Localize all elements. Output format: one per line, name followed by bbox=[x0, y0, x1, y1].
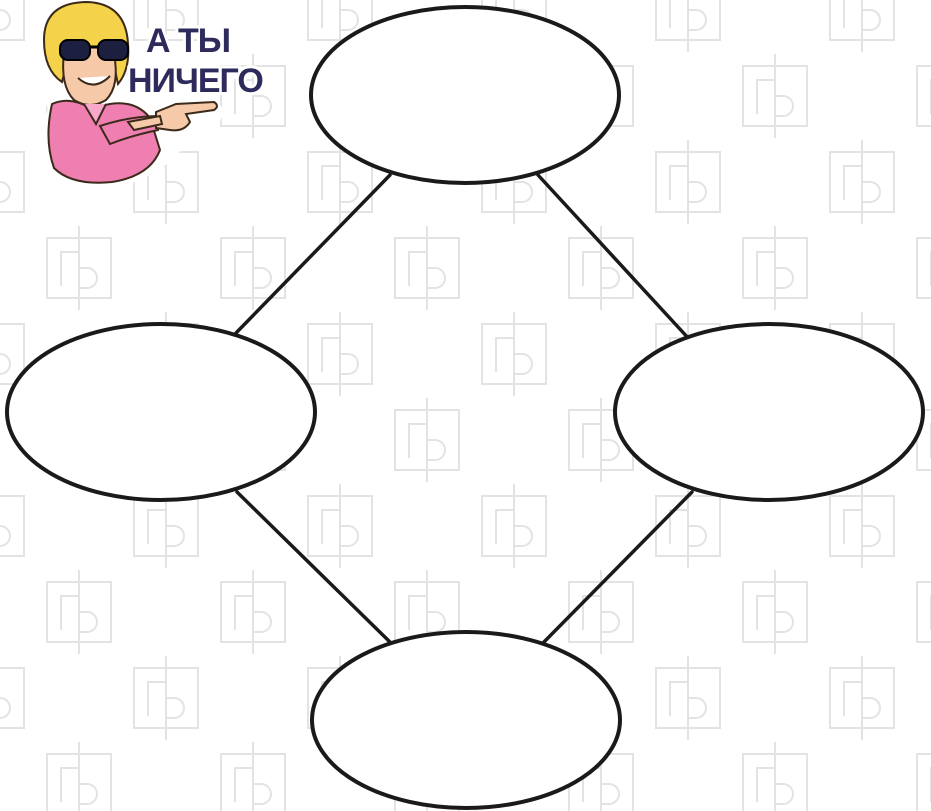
watermark-mark-icon bbox=[0, 0, 24, 52]
sticker-caption-line1: А ТЫ bbox=[146, 22, 230, 60]
watermark-mark-icon bbox=[830, 0, 894, 52]
watermark-mark-icon bbox=[0, 656, 24, 740]
watermark-mark-icon bbox=[395, 226, 459, 310]
watermark-mark-icon bbox=[134, 656, 198, 740]
watermark-mark-icon bbox=[656, 140, 720, 224]
watermark-mark-icon bbox=[917, 570, 931, 654]
watermark-mark-icon bbox=[743, 226, 807, 310]
watermark-mark-icon bbox=[308, 484, 372, 568]
watermark-mark-icon bbox=[221, 570, 285, 654]
watermark-mark-icon bbox=[0, 140, 24, 224]
edge-left-bottom bbox=[237, 492, 392, 644]
watermark-mark-icon bbox=[47, 570, 111, 654]
watermark-mark-icon bbox=[221, 742, 285, 811]
watermark-mark-icon bbox=[917, 226, 931, 310]
watermark-mark-icon bbox=[308, 312, 372, 396]
watermark-mark-icon bbox=[917, 54, 931, 138]
watermark-mark-icon bbox=[0, 484, 24, 568]
watermark-mark-icon bbox=[743, 570, 807, 654]
watermark-mark-icon bbox=[743, 54, 807, 138]
watermark-mark-icon bbox=[656, 0, 720, 52]
node-left bbox=[7, 324, 315, 500]
watermark-mark-icon bbox=[743, 742, 807, 811]
watermark-mark-icon bbox=[656, 656, 720, 740]
node-bottom bbox=[312, 632, 620, 808]
watermark-mark-icon bbox=[830, 656, 894, 740]
sticker-caption-line2: НИЧЕГО bbox=[128, 62, 263, 100]
sticker: А ТЫ А ТЫ НИЧЕГО НИЧЕГО bbox=[44, 1, 263, 184]
node-top bbox=[311, 7, 619, 183]
edge-right-bottom bbox=[543, 492, 692, 643]
watermark-mark-icon bbox=[221, 226, 285, 310]
watermark-mark-icon bbox=[47, 742, 111, 811]
edge-top-right bbox=[538, 175, 690, 340]
watermark-mark-icon bbox=[830, 140, 894, 224]
watermark-mark-icon bbox=[917, 742, 931, 811]
watermark-mark-icon bbox=[830, 484, 894, 568]
watermark-mark-icon bbox=[482, 484, 546, 568]
watermark-mark-icon bbox=[47, 226, 111, 310]
watermark-mark-icon bbox=[482, 312, 546, 396]
edge-top-left bbox=[236, 175, 390, 333]
watermark-mark-icon bbox=[395, 398, 459, 482]
node-right bbox=[615, 324, 923, 500]
